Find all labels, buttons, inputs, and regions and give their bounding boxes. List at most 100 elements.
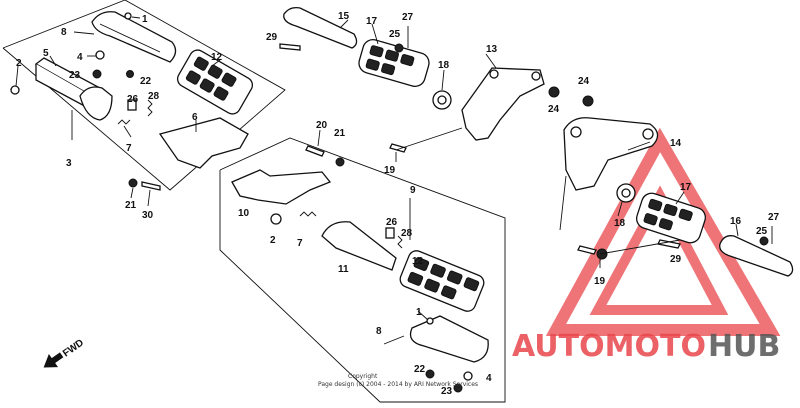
part-22-bolt [126,70,134,78]
callout-8-center: 8 [376,326,382,337]
part-19-bolt [389,143,407,153]
part-10-bracket [231,169,332,205]
right-pillion-assembly [563,117,794,277]
fwd-indicator: FWD [43,337,86,368]
callout-10: 10 [238,208,250,219]
part-13-bracket [461,67,545,141]
part-19-bolt-right [577,245,597,255]
center-footpeg-assembly [231,145,489,393]
upper-pillion-assembly [279,6,594,153]
part-1-clip [124,12,132,20]
part-21-nut [128,178,138,188]
part-24-nut-a [548,86,560,98]
callout-29: 29 [266,32,278,43]
callout-18-right: 18 [614,218,626,229]
part-15-grip [283,6,358,49]
callout-2: 2 [16,58,22,69]
callout-4-center: 4 [486,373,492,384]
callout-16: 16 [730,216,742,227]
copyright-line2: Page design (c) 2004 - 2014 by ARI Netwo… [318,381,478,388]
callout-18: 18 [438,60,450,71]
part-16-grip [719,235,794,277]
callout-28: 28 [148,91,160,102]
part-7-spring-center [299,211,317,217]
callout-13: 13 [486,44,498,55]
part-4-washer-center [463,371,473,381]
callout-24b: 24 [548,104,560,115]
callout-20: 20 [316,120,328,131]
part-25-washer-right [759,236,769,246]
callout-12-center: 12 [412,256,424,267]
callout-19-right: 19 [594,276,606,287]
part-22-bolt-center [425,369,435,379]
fwd-label: FWD [61,337,86,359]
center-assembly-frame [219,137,506,403]
callout-numbers: 1 2 3 4 5 6 7 8 12 23 22 26 28 21 30 15 … [16,11,780,397]
part-28-spring-center [397,235,403,249]
callout-23: 23 [69,70,81,81]
part-20-bolt [305,145,325,157]
fwd-arrow-icon [43,352,64,368]
part-2-pin-center [270,213,282,225]
callout-25-right: 25 [756,226,768,237]
part-1-clip-center [426,317,434,325]
part-26-spacer-center [385,227,395,239]
callout-9: 9 [410,185,416,196]
watermark-text-automoto: AUTOMOTO [512,329,706,364]
part-6-plate [158,117,249,169]
part-23-nut-center [453,383,463,393]
callout-29-right: 29 [670,254,682,265]
callout-30: 30 [142,210,154,221]
part-29-bolt-right [657,239,681,249]
callout-22: 22 [140,76,152,87]
callout-22-center: 22 [414,364,426,375]
callout-24a: 24 [578,76,590,87]
callout-25: 25 [389,29,401,40]
callout-1: 1 [142,14,148,25]
callout-11: 11 [338,264,349,275]
copyright-line1: Copyright [348,373,378,380]
part-3-bracket [79,86,113,121]
callout-17: 17 [366,16,378,27]
part-25-washer [394,43,404,53]
watermark-triangle-inner [589,185,729,315]
part-29-bolt [279,43,301,51]
part-30-bolt [141,181,161,191]
callout-12: 12 [211,52,223,63]
callout-23-center: 23 [441,386,453,397]
callout-21-center: 21 [334,128,346,139]
callout-4: 4 [77,52,83,63]
callout-28-center: 28 [401,228,413,239]
watermark-text-hub: HUB [708,329,780,364]
part-26-spacer [127,99,137,111]
part-28-spring [147,99,153,117]
callout-6: 6 [192,112,198,123]
callout-2-center: 2 [270,235,276,246]
part-8-rubber-cover-center [409,315,489,363]
callout-17-right: 17 [680,182,692,193]
part-7-spring [117,119,131,125]
callout-5: 5 [43,48,49,59]
callout-26: 26 [127,94,139,105]
callout-19: 19 [384,165,396,176]
left-footpeg-assembly [10,11,254,191]
part-24-nut-b [582,95,594,107]
callout-14: 14 [670,138,682,149]
callout-26-center: 26 [386,217,398,228]
part-2-pin [10,85,20,95]
callout-8: 8 [61,27,67,38]
callout-3: 3 [66,158,72,169]
part-11-peg [321,221,397,271]
part-21-nut-center [335,157,345,167]
callout-1-center: 1 [416,307,422,318]
callout-27-right: 27 [768,212,780,223]
callout-21: 21 [125,200,137,211]
watermark-logo: AUTOMOTO HUB [512,127,781,364]
part-14-bracket [563,117,659,191]
part-23-nut [92,69,102,79]
copyright-notice: Copyright Page design (c) 2004 - 2014 by… [318,373,478,388]
callout-7: 7 [126,143,132,154]
callout-15: 15 [338,11,350,22]
watermark-triangle-outer [545,127,781,336]
